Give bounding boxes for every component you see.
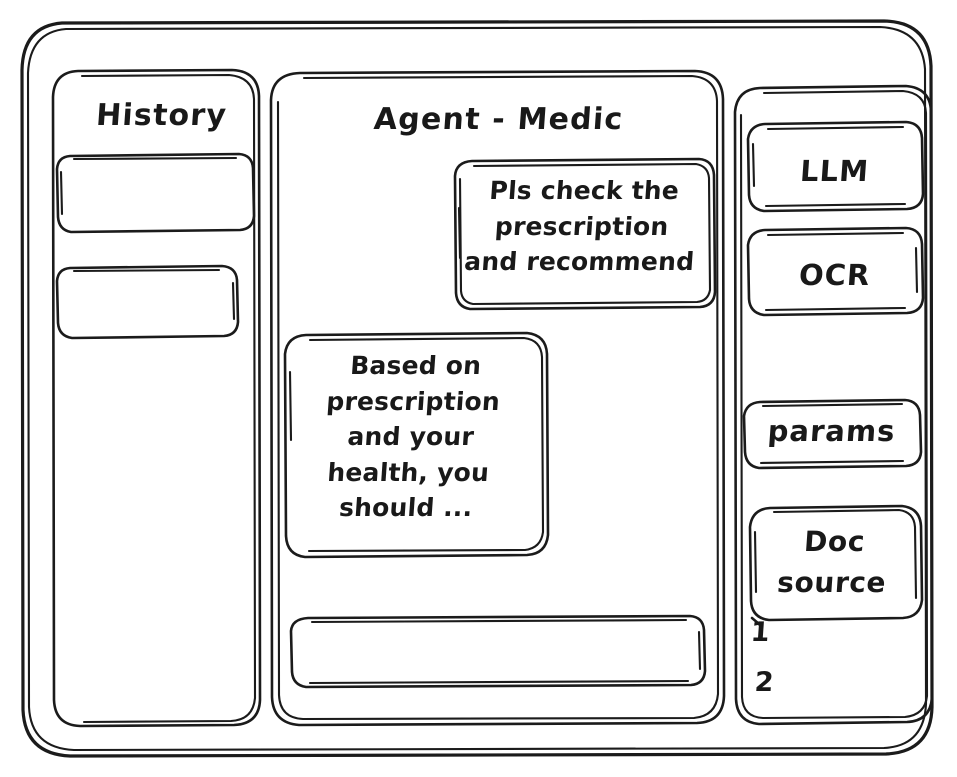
main-panel: [271, 71, 725, 726]
sidebar-right-panel: [735, 86, 933, 725]
sidebar-left-panel: [53, 70, 261, 727]
